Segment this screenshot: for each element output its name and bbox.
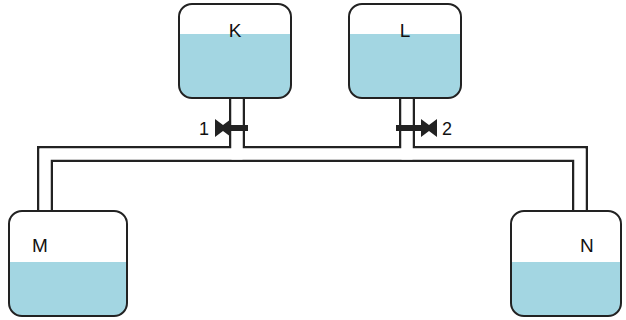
pipe	[407, 99, 580, 210]
tank-label: K	[229, 21, 242, 40]
callout-number: 2	[442, 120, 452, 138]
pipe-inner	[407, 99, 580, 210]
pipe	[45, 99, 407, 210]
callout-number: 1	[199, 120, 209, 138]
tank-label: M	[32, 236, 48, 255]
pipe-inner	[45, 99, 407, 210]
water-tank: L	[348, 3, 462, 99]
water-tank: K	[178, 3, 292, 99]
tank-label: N	[580, 236, 594, 255]
valve-symbol	[396, 119, 437, 137]
water-tank: M	[8, 210, 128, 317]
water-tank: N	[510, 210, 622, 317]
valve-symbol	[215, 119, 248, 137]
tank-label: L	[400, 21, 411, 40]
